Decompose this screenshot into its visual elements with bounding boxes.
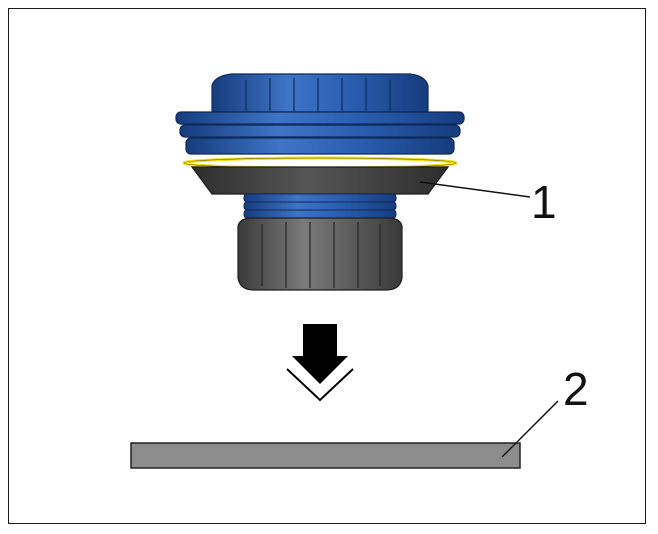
crown-ribs [245, 78, 391, 112]
callout-2-leader [501, 400, 559, 458]
knob-ribs [261, 222, 381, 288]
fitting-assembly [175, 73, 465, 291]
down-arrow-icon [286, 324, 354, 402]
plate [130, 442, 521, 469]
threaded-neck [243, 193, 397, 219]
flange-ring-low [185, 137, 455, 155]
gray-knob [237, 217, 403, 291]
fitting-crown [211, 73, 429, 113]
fitting-base [190, 166, 450, 195]
diagram-frame [8, 8, 646, 524]
flange-ring-top [175, 111, 465, 125]
callout-2-label: 2 [563, 363, 589, 415]
flange-ring-mid [179, 124, 461, 138]
callout-1-label: 1 [531, 176, 557, 228]
callout-1-leader [419, 181, 531, 198]
